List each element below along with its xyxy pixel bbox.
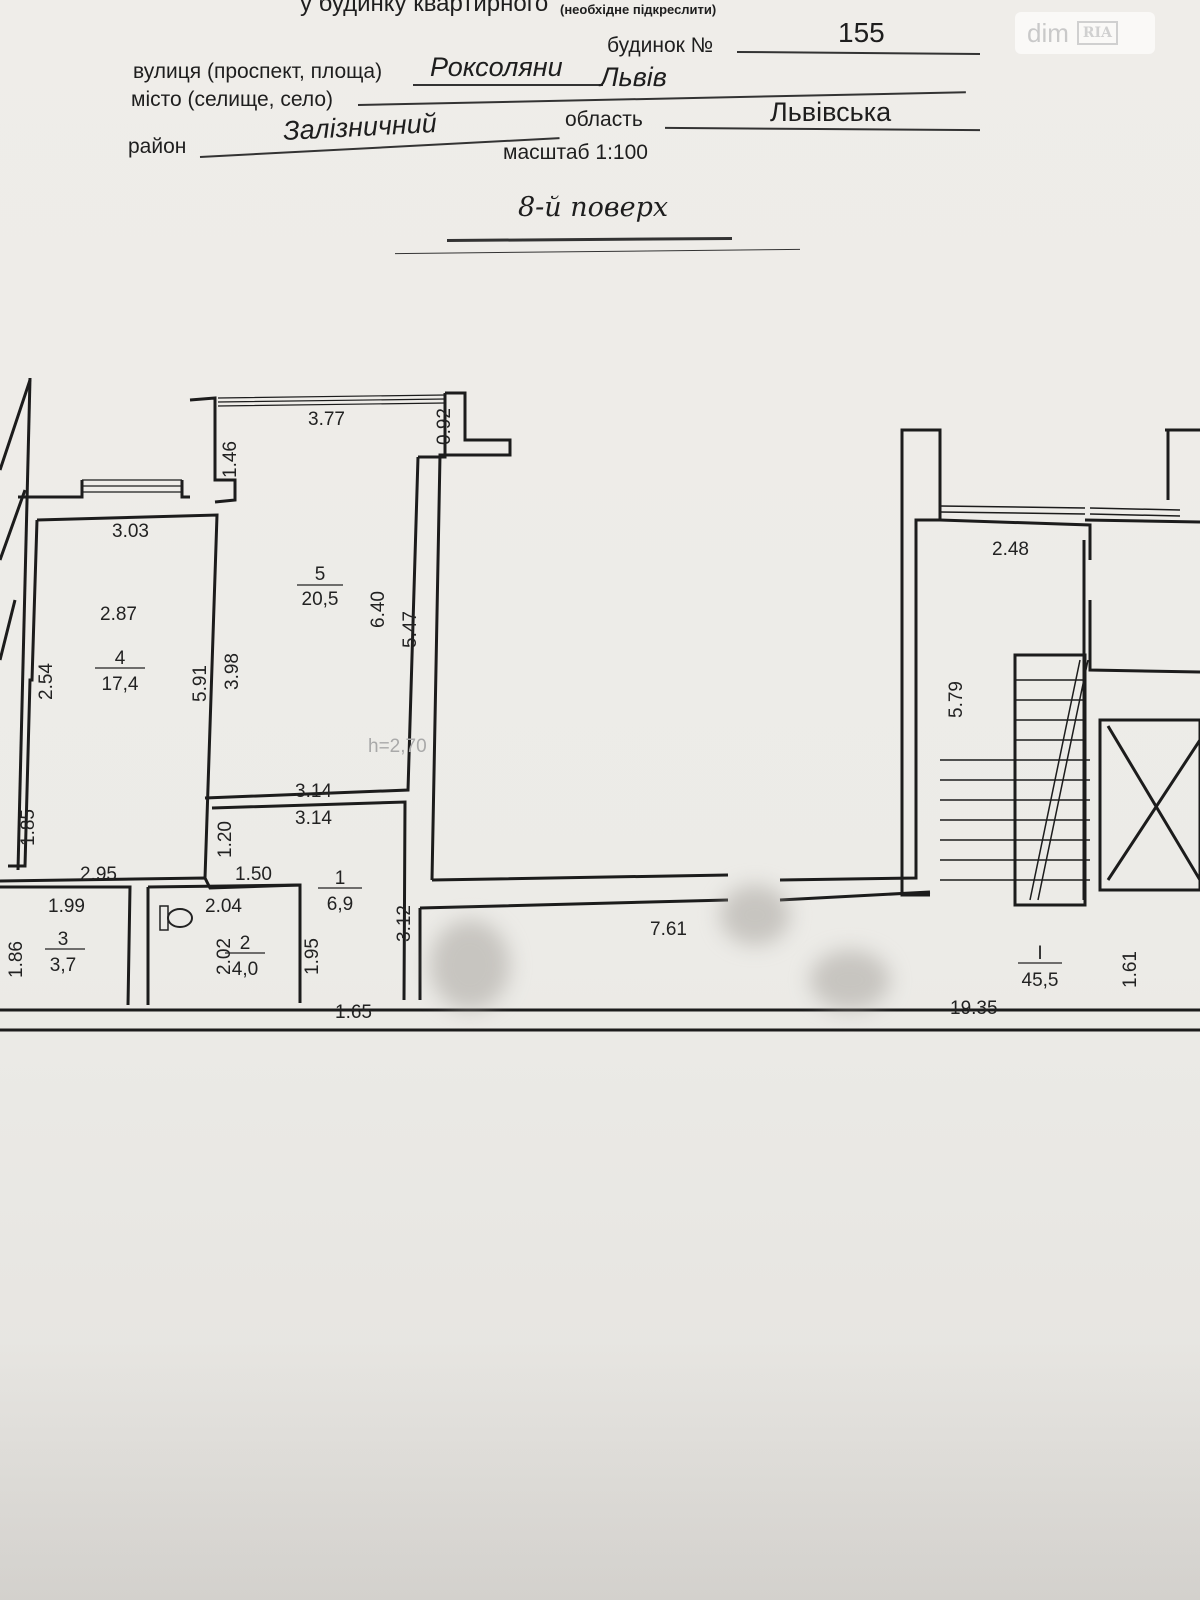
- ceiling-height: h=2,70: [368, 736, 427, 757]
- watermark-brand: dim: [1027, 17, 1069, 48]
- dim: 5.91: [190, 665, 211, 702]
- street-label: вулиця (проспект, площа): [133, 60, 383, 83]
- dim: 6.40: [368, 591, 389, 628]
- dim: 1.95: [302, 938, 323, 975]
- blurred-area: [430, 920, 510, 1010]
- room-2-number: 2: [240, 933, 251, 954]
- floor-title: 8-й поверх: [518, 192, 669, 223]
- dim: 2.48: [992, 539, 1029, 560]
- room-1-area: 6,9: [327, 894, 353, 915]
- dim: 1.86: [6, 941, 27, 978]
- blurred-area: [720, 885, 790, 945]
- house-value: 155: [838, 17, 885, 48]
- dim: 3.14: [295, 781, 332, 802]
- house-label: будинок №: [607, 34, 714, 57]
- room-2-area: 4,0: [232, 959, 258, 980]
- district-label: район: [128, 135, 187, 158]
- dim: 3.98: [222, 653, 243, 690]
- room-3-number: 3: [58, 929, 69, 950]
- dim: 0.92: [434, 408, 455, 445]
- dim: 2.95: [80, 864, 117, 885]
- region-label: область: [565, 108, 643, 131]
- region-value: Львівська: [770, 97, 892, 127]
- dim: 3.14: [295, 808, 332, 829]
- room-labels: 5 20,5 4 17,4 1 6,9 2 4,0 3 3,7 I 45,5 h…: [45, 564, 1062, 991]
- dim: 1.50: [235, 864, 272, 885]
- city-value: Львів: [600, 62, 667, 92]
- room-5-area: 20,5: [302, 589, 339, 610]
- dim: 2.04: [205, 896, 242, 917]
- watermark: dim RIA: [1015, 12, 1155, 54]
- dim: 1.20: [215, 821, 236, 858]
- dim: 1.85: [18, 809, 39, 846]
- dim: 7.61: [650, 919, 687, 940]
- photo-shadow: [0, 1340, 1200, 1600]
- dim: 2.87: [100, 604, 137, 625]
- dim: 5.79: [946, 681, 967, 718]
- room-3-area: 3,7: [50, 955, 76, 976]
- room-I-area: 45,5: [1022, 970, 1059, 991]
- top-note: (необхідне підкреслити): [560, 2, 717, 17]
- dim: 3.03: [112, 521, 149, 542]
- city-label: місто (селище, село): [131, 88, 333, 111]
- dim: 2.54: [36, 663, 57, 700]
- watermark-logo: RIA: [1076, 21, 1118, 45]
- room-1-number: 1: [335, 868, 346, 889]
- dim: 1.61: [1120, 951, 1141, 988]
- dim: 1.65: [335, 1002, 372, 1023]
- room-4-number: 4: [115, 648, 126, 669]
- dim: 2.02: [214, 938, 235, 975]
- dim: 1.99: [48, 896, 85, 917]
- blurred-area: [810, 950, 890, 1010]
- street-value: Роксоляни: [430, 52, 563, 82]
- top-line: у будинку квартирного: [300, 0, 549, 17]
- dim: 19.35: [950, 998, 998, 1019]
- dim: 1.46: [220, 441, 241, 478]
- room-5-number: 5: [315, 564, 326, 585]
- room-4-area: 17,4: [102, 674, 139, 695]
- dim: 3.12: [394, 905, 415, 942]
- dimension-labels: 3.77 0.92 1.46 3.03 2.87 2.54 5.91 3.98 …: [6, 408, 1141, 1023]
- scale-label: масштаб 1:100: [503, 141, 648, 164]
- dim: 3.77: [308, 409, 345, 430]
- dim: 5.47: [400, 611, 421, 648]
- room-I-number: I: [1037, 943, 1042, 964]
